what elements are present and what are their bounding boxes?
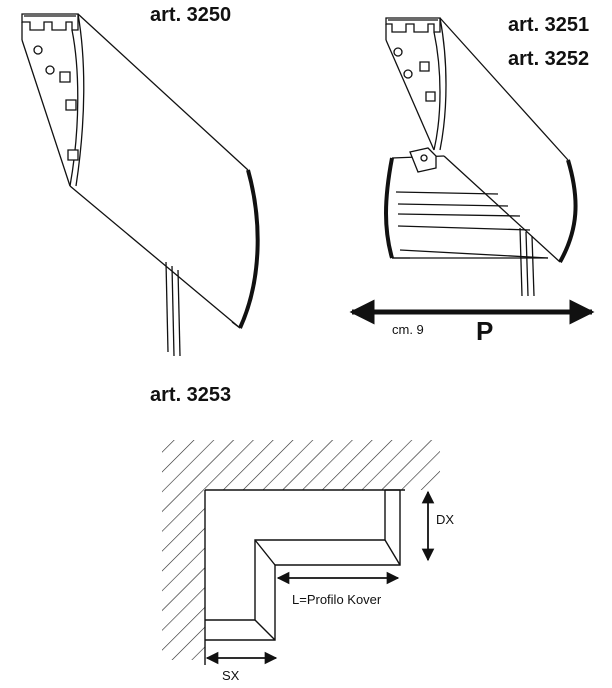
corner-plan-drawing — [162, 440, 440, 665]
label-depth-letter: P — [476, 316, 494, 346]
label-dx: DX — [436, 512, 455, 527]
profile-3251-drawing — [384, 17, 578, 297]
profile-3250-drawing — [21, 13, 260, 357]
label-depth-unit: cm. 9 — [392, 322, 424, 337]
label-art-3251: art. 3251 — [508, 14, 590, 36]
label-length: L=Profilo Kover — [292, 592, 382, 607]
label-art-3252: art. 3252 — [508, 48, 590, 70]
label-art-3253: art. 3253 — [150, 384, 232, 406]
label-art-3250: art. 3250 — [150, 4, 232, 26]
label-sx: SX — [222, 668, 240, 683]
